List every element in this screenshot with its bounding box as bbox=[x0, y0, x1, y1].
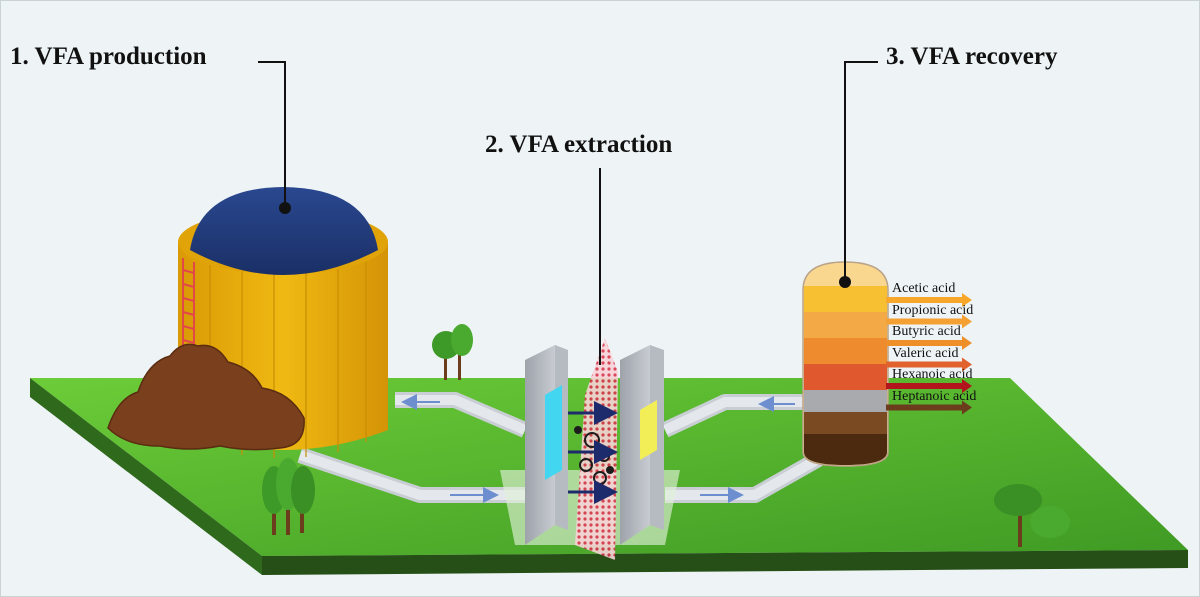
tree-cluster-left bbox=[262, 458, 315, 535]
acid-arrow-head-5 bbox=[962, 400, 972, 415]
extraction-solvent-layer bbox=[575, 338, 618, 560]
acid-arrow-4 bbox=[886, 383, 962, 389]
acid-arrow-1 bbox=[886, 318, 962, 325]
acid-arrow-3 bbox=[886, 361, 962, 368]
tree-cluster-center bbox=[432, 324, 473, 380]
extraction-unit bbox=[500, 338, 680, 560]
acid-arrow-0 bbox=[886, 297, 962, 303]
transfer-arrows bbox=[568, 401, 618, 504]
stage-label-production: 1. VFA production bbox=[10, 43, 207, 70]
acid-output-arrows bbox=[886, 293, 972, 415]
acid-arrow-head-2 bbox=[962, 336, 972, 350]
right-membrane-panel bbox=[620, 345, 664, 545]
acid-label: Hexanoic acid bbox=[892, 367, 973, 382]
acid-label: Propionic acid bbox=[892, 302, 974, 318]
pipe-network bbox=[297, 392, 824, 503]
acid-arrow-head-1 bbox=[962, 314, 972, 329]
biomass-pile bbox=[107, 343, 305, 451]
acid-arrow-head-3 bbox=[962, 357, 972, 372]
stage-label-recovery: 3. VFA recovery bbox=[886, 43, 1058, 70]
recovery-column bbox=[802, 261, 889, 467]
pointer-dot-production bbox=[279, 202, 291, 214]
acid-arrow-head-4 bbox=[962, 379, 972, 393]
acid-arrow-5 bbox=[886, 404, 962, 411]
acid-label: Heptanoic acid bbox=[892, 388, 977, 404]
stage-label-extraction: 2. VFA extraction bbox=[485, 131, 673, 158]
left-membrane-panel bbox=[525, 345, 568, 545]
acid-arrow-head-0 bbox=[962, 293, 972, 307]
acid-arrow-2 bbox=[886, 340, 962, 346]
acid-label: Acetic acid bbox=[892, 281, 956, 296]
leader-lines bbox=[258, 61, 878, 365]
tree-cluster-right bbox=[994, 484, 1070, 547]
leader-line-production bbox=[258, 61, 286, 208]
acid-label: Valeric acid bbox=[892, 345, 959, 361]
leader-line-recovery bbox=[844, 61, 878, 282]
pointer-dot-recovery bbox=[839, 276, 851, 288]
acid-label: Butyric acid bbox=[892, 324, 961, 339]
